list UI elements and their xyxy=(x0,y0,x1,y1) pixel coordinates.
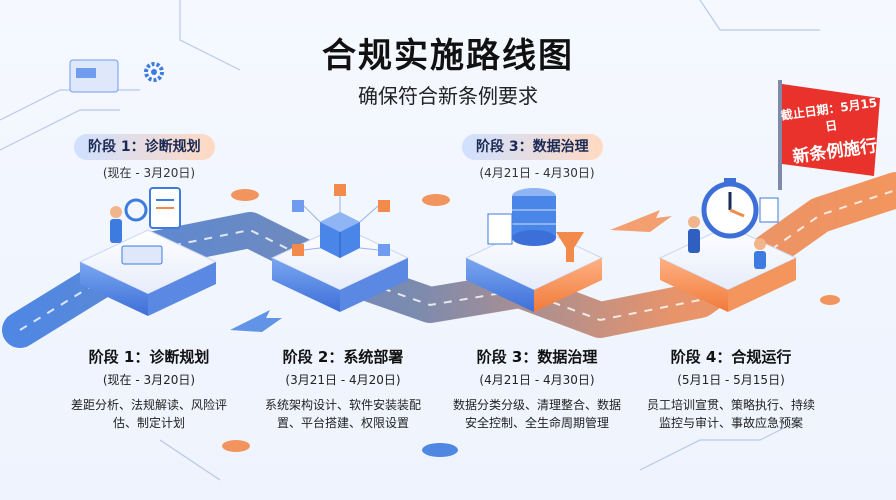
magnifier-person-icon xyxy=(110,187,181,265)
stage-date: (5月1日 - 5月15日) xyxy=(677,373,785,387)
badge-stage-3: 阶段 3：数据治理 xyxy=(462,134,603,160)
stage-desc: 员工培训宣贯、策略执行、持续监控与审计、事故应急预案 xyxy=(646,398,815,430)
stage-2: 阶段 2：系统部署 (3月21日 - 4月20日) 系统架构设计、软件安装装配置… xyxy=(258,346,428,432)
stage-title: 阶段 3：数据治理 xyxy=(476,348,598,366)
cube-network-icon xyxy=(292,184,390,258)
stage-date: (4月21日 - 4月30日) xyxy=(479,373,595,387)
stage-title: 阶段 2：系统部署 xyxy=(282,348,404,366)
page-title: 合规实施路线图 xyxy=(322,36,574,76)
badge-stage-1: 阶段 1：诊断规划 xyxy=(74,134,215,160)
page-subtitle: 确保符合新条例要求 xyxy=(358,84,538,108)
stopwatch-team-icon xyxy=(688,178,779,269)
arrow-decoration xyxy=(610,210,672,232)
badge-stage-1-date: (现在 - 3月20日) xyxy=(102,166,196,180)
flag-icon xyxy=(778,80,880,190)
stage-date: (3月21日 - 4月20日) xyxy=(285,373,401,387)
stage-desc: 差距分析、法规解读、风险评估、制定计划 xyxy=(70,398,227,430)
badge-stage-3-date: (4月21日 - 4月30日) xyxy=(479,166,595,180)
stage-date: (现在 - 3月20日) xyxy=(102,373,196,387)
glow-pad-decoration xyxy=(222,189,840,457)
stage-title: 阶段 1：诊断规划 xyxy=(88,348,210,366)
window-icon xyxy=(69,59,119,93)
stage-1: 阶段 1：诊断规划 (现在 - 3月20日) 差距分析、法规解读、风险评估、制定… xyxy=(64,346,234,432)
gear-icon xyxy=(144,62,164,82)
stage-desc: 系统架构设计、软件安装装配置、平台搭建、权限设置 xyxy=(264,398,421,430)
stage-3: 阶段 3：数据治理 (4月21日 - 4月30日) 数据分类分级、清理整合、数据… xyxy=(452,346,622,432)
stage-4: 阶段 4：合规运行 (5月1日 - 5月15日) 员工培训宣贯、策略执行、持续监… xyxy=(646,346,816,432)
stage-title: 阶段 4：合规运行 xyxy=(670,348,792,366)
platform-1 xyxy=(78,229,218,316)
arrow-decoration xyxy=(230,310,282,332)
database-funnel-icon xyxy=(487,188,584,262)
stage-desc: 数据分类分级、清理整合、数据安全控制、全生命周期管理 xyxy=(452,398,621,430)
